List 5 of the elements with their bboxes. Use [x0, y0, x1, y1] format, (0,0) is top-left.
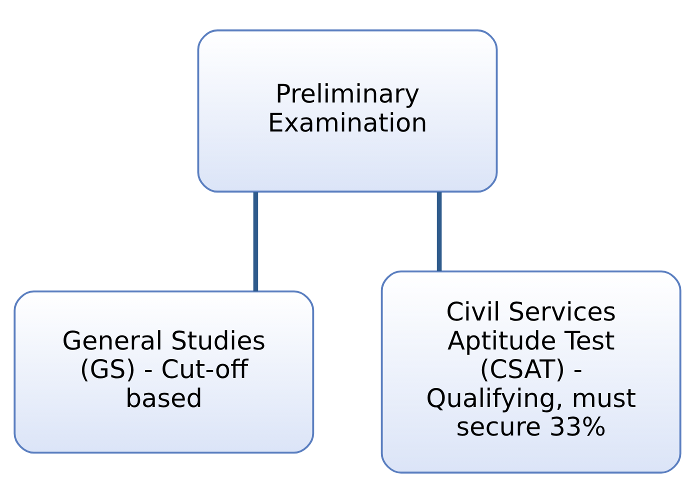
node-box: Civil Services Aptitude Test (CSAT) - Qualifying, must secure 33%	[380, 270, 682, 474]
node-box: General Studies (GS) - Cut-off based	[14, 290, 314, 454]
node-box: Preliminary Examination	[197, 29, 498, 193]
connector	[253, 192, 258, 292]
connector	[436, 192, 442, 272]
